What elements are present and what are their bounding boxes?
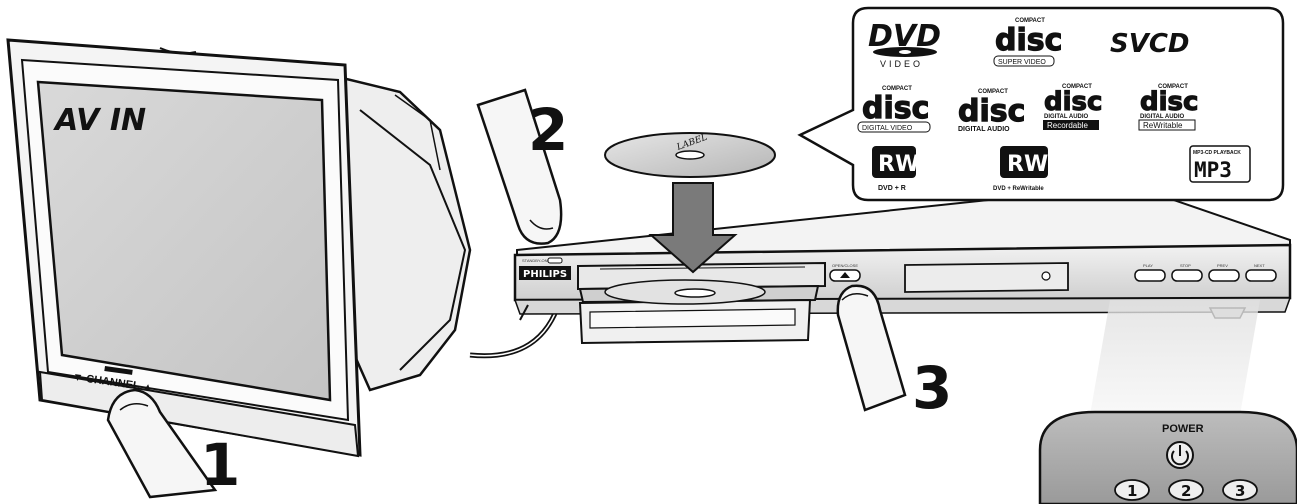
remote-key-2[interactable] [1168,479,1204,501]
svg-text:DIGITAL AUDIO: DIGITAL AUDIO [958,126,1010,133]
tv-screen-text: AV IN [53,103,146,138]
standby-label: STANDBY-ON [522,258,548,263]
svg-text:VIDEO: VIDEO [880,59,923,69]
svg-text:MP3-CD PLAYBACK: MP3-CD PLAYBACK [1193,150,1241,156]
open-close-label: OPEN/CLOSE [832,263,858,268]
logo-cd-recordable: COMPACT disc DIGITAL AUDIO Recordable [1043,84,1103,130]
television: AV IN ▼ CHANNEL ▲ [6,38,472,458]
display-panel [904,262,1069,293]
tv-screen [36,80,332,402]
disc: LABEL [604,132,776,178]
standby-button[interactable] [547,257,563,264]
svg-text:COMPACT: COMPACT [1158,84,1188,90]
remote-key-2-label: 2 [1181,482,1191,500]
power-icon [1171,450,1189,466]
stop-label: STOP [1180,263,1191,268]
svg-text:DIGITAL VIDEO: DIGITAL VIDEO [862,125,913,132]
svg-text:RW: RW [878,152,919,177]
logo-compact-disc-digital-audio: COMPACT disc DIGITAL AUDIO [957,89,1026,133]
brand-name: PHILIPS [523,269,567,280]
svg-text:DIGITAL AUDIO: DIGITAL AUDIO [1044,114,1089,120]
step-2-number: 2 [528,96,568,164]
insert-arrow-icon [648,182,738,274]
finger-step-2 [476,88,563,245]
remote-control: POWER 1 2 3 [1038,410,1297,504]
svg-text:COMPACT: COMPACT [978,89,1008,95]
next-button[interactable] [1245,269,1277,282]
svg-text:disc: disc [862,91,929,126]
finger-step-1 [106,388,218,499]
remote-key-3-label: 3 [1235,482,1245,500]
philips-logo-plate [519,266,571,280]
svg-text:SUPER VIDEO: SUPER VIDEO [998,59,1046,66]
svg-text:SVCD: SVCD [1110,29,1190,59]
logo-dvd-video: DVD VIDEO [868,19,941,69]
finger-step-3 [836,284,907,412]
logo-svcd: SVCD [1110,29,1190,59]
svg-text:COMPACT: COMPACT [882,86,912,92]
svg-text:disc: disc [995,23,1062,58]
logo-rw-dvd-plus-r: RW DVD + R [872,146,919,192]
svg-text:COMPACT: COMPACT [1015,18,1045,24]
remote-key-3[interactable] [1222,479,1258,501]
ir-beam [1090,300,1260,415]
power-label: POWER [1162,423,1204,435]
svg-text:RW: RW [1007,152,1048,177]
prev-label: PREV [1217,263,1228,268]
remote-key-1-label: 1 [1127,482,1137,500]
logo-rw-dvd-plus-rewritable: RW DVD + ReWritable [993,146,1048,192]
svg-text:DVD + R: DVD + R [878,185,906,192]
svg-text:DIGITAL AUDIO: DIGITAL AUDIO [1140,114,1185,120]
step-1-number: 1 [200,431,240,499]
logo-compact-disc-super-video: COMPACT disc SUPER VIDEO [993,18,1063,67]
transport-buttons: PLAY STOP PREV NEXT [1134,263,1277,282]
logo-mp3-cd-playback: MP3-CD PLAYBACK MP3 [1189,145,1251,183]
play-label: PLAY [1143,263,1153,268]
channel-buttons[interactable] [104,366,133,375]
logo-compact-disc-digital-video: COMPACT disc DIGITAL VIDEO [857,86,931,133]
remote-key-1[interactable] [1114,479,1150,501]
svg-text:Recordable: Recordable [1047,121,1088,130]
svg-text:COMPACT: COMPACT [1062,84,1092,90]
logo-cd-rewritable: COMPACT disc DIGITAL AUDIO ReWritable [1138,84,1199,131]
svg-text:disc: disc [1140,87,1198,117]
stop-button[interactable] [1171,269,1203,282]
svg-text:DVD + ReWritable: DVD + ReWritable [993,186,1044,192]
svg-text:disc: disc [1044,87,1102,117]
prev-button[interactable] [1208,269,1240,282]
next-label: NEXT [1254,263,1265,268]
step-3-number: 3 [912,354,952,422]
svg-text:ReWritable: ReWritable [1143,121,1183,130]
supported-formats-callout: DVD VIDEO COMPACT disc SUPER VIDEO SVCD … [797,6,1285,202]
play-pause-button[interactable] [1134,269,1166,282]
svg-text:MP3: MP3 [1194,158,1232,182]
svg-text:disc: disc [958,94,1025,129]
